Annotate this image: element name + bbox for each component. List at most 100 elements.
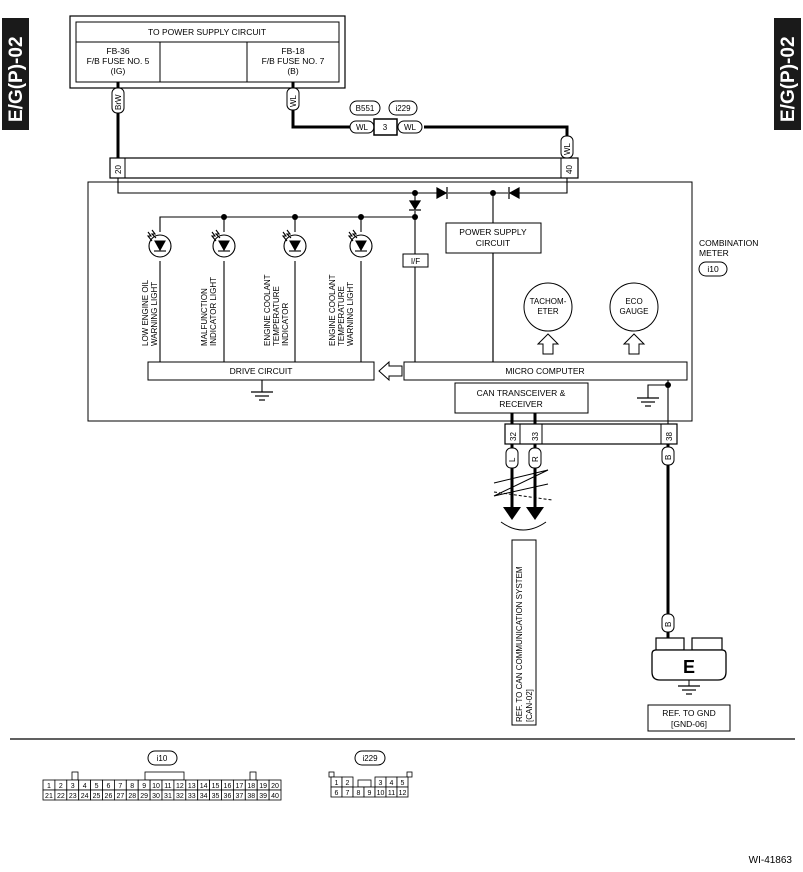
tachometer-line2: ETER bbox=[537, 307, 559, 316]
tachometer: TACHOM- ETER bbox=[523, 282, 573, 355]
psc-line1: POWER SUPPLY bbox=[459, 227, 527, 237]
i10-pin-27-label: 27 bbox=[116, 793, 124, 800]
combination-meter-box bbox=[87, 181, 693, 422]
fuse-right-name: F/B FUSE NO. 7 bbox=[262, 56, 325, 66]
power-supply-box: TO POWER SUPPLY CIRCUIT FB-36 F/B FUSE N… bbox=[69, 15, 346, 89]
if-label: I/F bbox=[411, 257, 420, 266]
i10-pin-4-label: 4 bbox=[83, 783, 87, 790]
i229-pin-8-label: 8 bbox=[357, 790, 361, 797]
i229-pin-10-label: 10 bbox=[377, 790, 385, 797]
wire-b-label-bottom: B bbox=[664, 622, 673, 627]
light2-line2: INDICATOR LIGHT bbox=[209, 277, 218, 346]
joint-wl-right: WL bbox=[404, 123, 417, 132]
ref-can-line2: [CAN-02] bbox=[525, 689, 534, 722]
figure-id: WI-41863 bbox=[749, 855, 793, 866]
i10-pin-19-label: 19 bbox=[259, 783, 267, 790]
i10-pin-22-label: 22 bbox=[57, 793, 65, 800]
eco-gauge: ECO GAUGE bbox=[609, 282, 659, 355]
i10-pin-24-label: 24 bbox=[81, 793, 89, 800]
ground-wire: B B bbox=[661, 444, 675, 638]
light1-line2: WARNING LIGHT bbox=[150, 282, 159, 346]
i10-pin-8-label: 8 bbox=[130, 783, 134, 790]
i229-pin-3-label: 3 bbox=[379, 780, 383, 787]
i10-pin-12-label: 12 bbox=[176, 783, 184, 790]
fuse-left-id: FB-36 bbox=[106, 46, 129, 56]
i10-pin-26-label: 26 bbox=[105, 793, 113, 800]
i10-pin-39-label: 39 bbox=[259, 793, 267, 800]
pin-32: 32 bbox=[509, 432, 518, 441]
drive-ground bbox=[250, 391, 274, 401]
i229-key-slot bbox=[357, 779, 372, 788]
i10-pin-36-label: 36 bbox=[224, 793, 232, 800]
i10-pin-40-cell bbox=[268, 789, 282, 801]
fuse-left-name: F/B FUSE NO. 5 bbox=[87, 56, 150, 66]
micro-ground bbox=[636, 397, 660, 407]
wire-wl: WL WL bbox=[286, 82, 574, 164]
fuse-left-type: (IG) bbox=[111, 66, 126, 76]
i10-pin-29-label: 29 bbox=[140, 793, 148, 800]
micro-computer-label: MICRO COMPUTER bbox=[505, 366, 584, 376]
ref-can-box: REF. TO CAN COMMUNICATION SYSTEM [CAN-02… bbox=[511, 539, 537, 726]
can-trx-line1: CAN TRANSCEIVER & bbox=[477, 388, 566, 398]
i10-pin-40-label: 40 bbox=[271, 793, 279, 800]
i10-pin-10-label: 10 bbox=[152, 783, 160, 790]
meter-top-connector: 20 40 bbox=[109, 157, 579, 179]
i10-pin-35-label: 35 bbox=[212, 793, 220, 800]
i10-pin-2-label: 2 bbox=[59, 783, 63, 790]
i229-pin-12-cell bbox=[396, 786, 409, 798]
junction-dots bbox=[221, 190, 671, 388]
i10-pin-25-label: 25 bbox=[93, 793, 101, 800]
fuse-right-type: (B) bbox=[287, 66, 299, 76]
pin-40: 40 bbox=[565, 165, 574, 174]
if-box: I/F bbox=[402, 253, 429, 268]
data-arrow-left bbox=[378, 360, 403, 382]
power-supply-circuit-box: POWER SUPPLY CIRCUIT bbox=[445, 222, 542, 254]
light2-line1: MALFUNCTION bbox=[200, 288, 209, 346]
pin-20: 20 bbox=[114, 165, 123, 174]
light3-line1: ENGINE COOLANT bbox=[263, 274, 272, 346]
light1-line1: LOW ENGINE OIL bbox=[141, 279, 150, 346]
i229-pin-9-label: 9 bbox=[368, 790, 372, 797]
meter-bottom-connector: 32 33 38 bbox=[504, 423, 678, 445]
meter-label-line2: METER bbox=[699, 248, 729, 258]
wire-b-label-top: B bbox=[664, 455, 673, 460]
i10-pin-23-label: 23 bbox=[69, 793, 77, 800]
i10-pin-14-label: 14 bbox=[200, 783, 208, 790]
i229-pin-2-label: 2 bbox=[346, 780, 350, 787]
i10-pin-34-label: 34 bbox=[200, 793, 208, 800]
can-trx-line2: RECEIVER bbox=[499, 399, 542, 409]
diodes bbox=[408, 186, 520, 211]
eco-gauge-line2: GAUGE bbox=[620, 307, 649, 316]
light4-line3: WARNING LIGHT bbox=[346, 282, 355, 346]
wire-wl-label-right: WL bbox=[563, 142, 572, 155]
i10-pin-5-label: 5 bbox=[95, 783, 99, 790]
i229-pin-5-label: 5 bbox=[401, 780, 405, 787]
i10-pin-31-label: 31 bbox=[164, 793, 172, 800]
i10-pin-30-label: 30 bbox=[152, 793, 160, 800]
eco-gauge-line1: ECO bbox=[625, 297, 642, 306]
micro-computer-box: MICRO COMPUTER bbox=[403, 361, 688, 381]
i10-pin-9-label: 9 bbox=[142, 783, 146, 790]
connector-b551-label: B551 bbox=[356, 104, 375, 113]
side-tab-left-label: E/G(P)-02 bbox=[6, 36, 27, 122]
i229-pin-7-label: 7 bbox=[346, 790, 350, 797]
i10-pin-1-label: 1 bbox=[47, 783, 51, 790]
i229-pin-12-label: 12 bbox=[399, 790, 407, 797]
i10-pin-17-label: 17 bbox=[235, 783, 243, 790]
meter-label: COMBINATION METER i10 bbox=[698, 238, 758, 277]
tachometer-line1: TACHOM- bbox=[530, 297, 567, 306]
wire-wl-label-top: WL bbox=[289, 94, 298, 107]
ground-terminal: E bbox=[651, 637, 727, 695]
indicator-light-symbols bbox=[146, 229, 373, 258]
i10-pin-21-label: 21 bbox=[45, 793, 53, 800]
i10-pin-28-label: 28 bbox=[128, 793, 136, 800]
ref-gnd-line1: REF. TO GND bbox=[662, 708, 716, 718]
i10-pin-16-label: 16 bbox=[224, 783, 232, 790]
i10-pin-32-label: 32 bbox=[176, 793, 184, 800]
i10-pin-11-label: 11 bbox=[164, 783, 171, 790]
side-tab-right-label: E/G(P)-02 bbox=[778, 36, 799, 122]
i10-pin-7-label: 7 bbox=[118, 783, 122, 790]
meter-label-line1: COMBINATION bbox=[699, 238, 758, 248]
